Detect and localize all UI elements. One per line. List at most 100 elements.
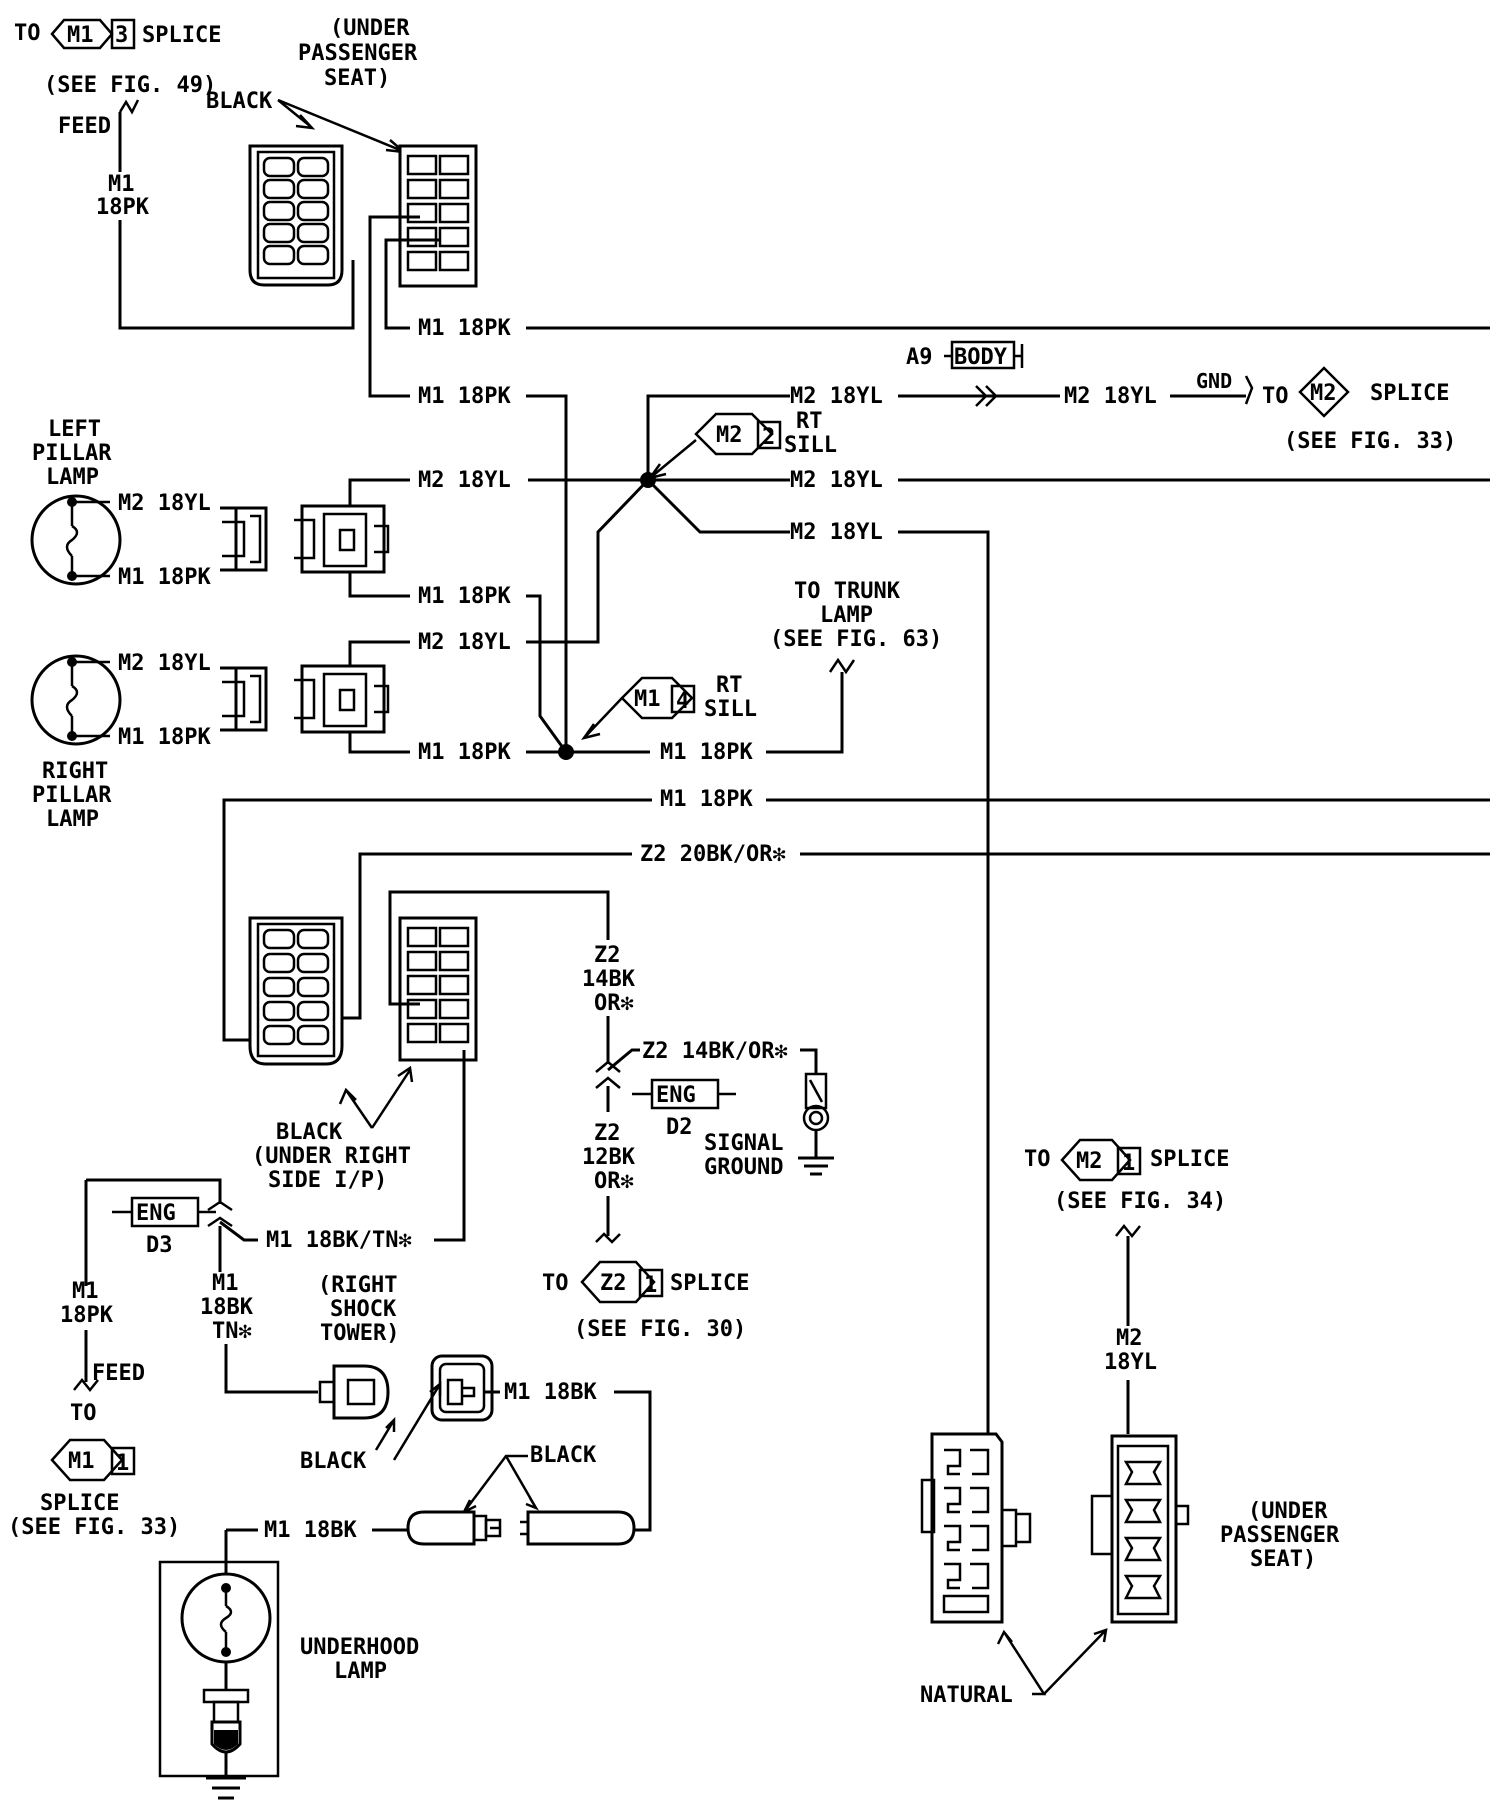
wire-socket-out-2 [384,238,440,330]
wire-label-m1-v: M1 [212,1271,239,1296]
wire-label-m2-18yl-e: M2 18YL [790,520,883,545]
svg-text:RT: RT [716,673,743,698]
svg-text:3: 3 [115,23,128,48]
arrow-black-top [277,98,408,154]
left-lamp-connector [222,506,268,572]
connector-mid-right-socket [398,916,478,1062]
label-black-ip: BLACK [276,1120,343,1145]
splice-rt-sill-m2-2: M2 2 RT SILL [694,409,837,458]
wire-label-m1-18bk-b: M1 18BK [264,1518,357,1543]
signal-ground-symbol [798,1072,834,1176]
label-signal: SIGNAL [704,1131,783,1156]
svg-text:M2: M2 [1310,381,1337,406]
wire-label-feed-m1: M1 [72,1279,99,1304]
connector-top-left-plug [248,144,344,287]
label-black-b: BLACK [530,1443,597,1468]
label-to-2: TO [70,1401,97,1426]
svg-text:A9: A9 [906,345,933,370]
wire-m1-18pk-b [526,394,568,752]
svg-text:BODY: BODY [954,345,1008,370]
label-shock: SHOCK [330,1297,397,1322]
label-to-trunk: TO TRUNK [794,579,901,604]
wire-label-m2-18yl-d: M2 18YL [790,468,883,493]
svg-text:(SEE FIG. 49): (SEE FIG. 49) [44,73,216,98]
svg-text:(SEE FIG. 33): (SEE FIG. 33) [8,1515,180,1540]
underhood-lamp-box [158,1560,280,1778]
label-passenger-b: PASSENGER [1220,1523,1340,1548]
wire-label-m2-18yl-f: M2 18YL [418,630,511,655]
eng-d2: ENG D2 [632,1078,736,1140]
svg-text:(SEE FIG. 33): (SEE FIG. 33) [1284,429,1456,454]
svg-text:SPLICE: SPLICE [142,23,221,48]
splice-ref-z2-1: Z2 1 SPLICE (SEE FIG. 30) [574,1260,749,1342]
svg-text:RT: RT [796,409,823,434]
label-passenger: PASSENGER [298,41,418,66]
label-left: LEFT [48,417,101,442]
arrow-black-b [461,1454,539,1515]
wire-label-m1: M1 [108,172,135,197]
wire-label-tn-v: TN✻ [212,1319,252,1344]
label-gnd: GND [1196,369,1232,393]
wire-label-m2-18yl-c: M2 18YL [418,468,511,493]
svg-text:SILL: SILL [784,433,837,458]
label-under-right: (UNDER RIGHT [252,1144,411,1169]
splice-rt-sill-m1-4: M1 4 RT SILL [620,673,757,722]
wire-label-m1-18pk-top: M1 18PK [418,316,511,341]
right-lamp-connector [220,666,268,732]
label-pillar: PILLAR [32,441,112,466]
wire-label-z2-b: Z2 [594,1121,621,1146]
svg-text:M2: M2 [716,423,743,448]
wire-label-18bk-v: 18BK [200,1295,254,1320]
svg-text:1: 1 [1122,1151,1135,1176]
wire-label-m1-18pk-f: M1 18PK [660,787,753,812]
label-black-top: BLACK [206,89,273,114]
splice-ref-m1-3: TO M1 3 SPLICE (SEE FIG. 49) [14,18,221,98]
svg-text:4: 4 [676,689,689,714]
underhood-lamp [180,1572,272,1800]
svg-text:D2: D2 [666,1115,693,1140]
label-tower: TOWER) [320,1321,399,1346]
arrow-black-a [374,1381,442,1461]
wire-label-z2: Z2 [594,943,621,968]
wire-socket-out-1 [368,215,420,398]
label-right: RIGHT [42,759,108,784]
wire-label-m1-18bk-tn: M1 18BK/TN✻ [266,1228,412,1253]
wire-label-18pk: 18PK [96,195,150,220]
wire-label-or: OR✻ [594,991,634,1016]
label-underhood: UNDERHOOD [300,1635,419,1660]
left-pillar-lamp [30,494,122,586]
svg-text:SPLICE: SPLICE [1370,381,1449,406]
label-side-ip: SIDE I/P) [268,1168,387,1193]
arrow-rt-sill-m2 [647,439,697,481]
arrow-black-ip [338,1065,414,1129]
svg-text:TO: TO [14,21,41,46]
svg-text:ENG: ENG [656,1083,696,1108]
splice-ref-m1-1: M1 1 SPLICE (SEE FIG. 33) [8,1438,180,1540]
label-seat-b: SEAT) [1250,1547,1316,1572]
svg-text:ENG: ENG [136,1201,176,1226]
splice-node-m1 [558,744,574,760]
arrow-natural [996,1628,1108,1696]
shock-tower-connector [318,1364,390,1420]
splice-ref-m2-1: M2 1 SPLICE (SEE FIG. 34) [1054,1138,1229,1214]
svg-text:1: 1 [644,1273,657,1298]
connector-natural-right [1090,1434,1190,1624]
svg-text:M1: M1 [67,23,94,48]
left-lamp-connector-socket [294,504,390,574]
wire-label-m1-18pk-c: M1 18PK [418,584,511,609]
break-symbol [118,99,140,115]
label-feed-2: FEED [92,1361,145,1386]
wire-label-left-m1: M1 18PK [118,565,211,590]
svg-text:SPLICE: SPLICE [1150,1147,1229,1172]
label-to: TO [1262,384,1289,409]
wire-label-or-b: OR✻ [594,1169,634,1194]
connector-mid-left-plug [248,916,344,1066]
wire-label-z2-14bk-h: Z2 14BK/OR✻ [642,1039,788,1064]
label-to-z2: TO [542,1271,569,1296]
wire-label-14bk: 14BK [582,967,636,992]
inline-splice-m1 [207,1200,233,1228]
underhood-lamp-cylinder-left [406,1510,502,1546]
label-lamp-2: LAMP [46,807,99,832]
label-ground: GROUND [704,1155,783,1180]
